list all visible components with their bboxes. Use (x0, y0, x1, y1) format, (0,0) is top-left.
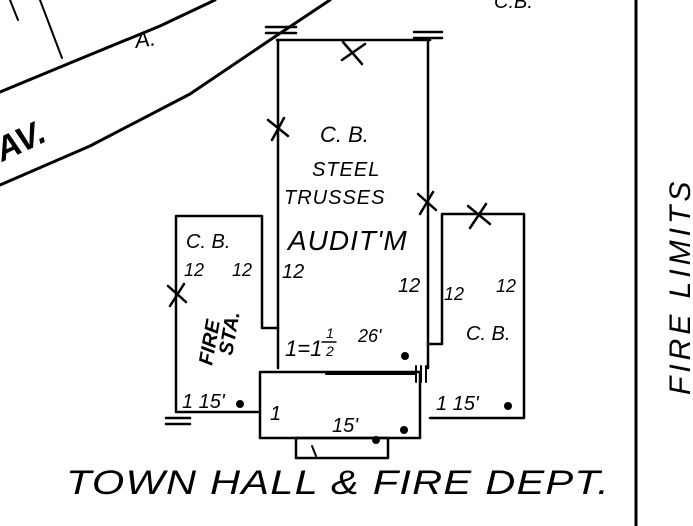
right-wing-height-b: 12 (496, 276, 516, 296)
map-title: TOWN HALL & FIRE DEPT. (66, 464, 610, 502)
auditorium-dot (401, 352, 409, 360)
auditorium-height-right: 12 (398, 275, 420, 297)
right-wing-height-a: 12 (444, 284, 464, 304)
auditorium-stories: 1=1 (285, 336, 322, 361)
front-block-height: 15' (332, 415, 359, 437)
right-wing-stories-height: 1 15' (436, 393, 480, 415)
auditorium-roof-line1: STEEL (312, 159, 380, 181)
auditorium-use: AUDIT'M (286, 225, 408, 256)
fire-station-height-b: 12 (232, 260, 252, 280)
fire-station-construction: C. B. (186, 231, 230, 253)
front-block-stories: 1 (270, 403, 281, 425)
fire-station-stories-height: 1 15' (182, 391, 226, 413)
fire-limits-label: FIRE LIMITS (664, 178, 693, 395)
right-wing-construction: C. B. (466, 323, 510, 345)
window-marks (166, 40, 492, 308)
front-block-building (258, 365, 427, 460)
street-name-label: AV. (0, 113, 52, 169)
top-construction-label: C.B. (494, 0, 533, 13)
entrance-dot (372, 436, 380, 444)
auditorium-roof-line2: TRUSSES (284, 187, 385, 209)
right-wing-building (426, 212, 526, 420)
fire-station-height-a: 12 (184, 260, 204, 280)
block-letter-label: A. (131, 25, 157, 53)
auditorium-height-main: 26' (357, 326, 382, 346)
auditorium-stories-fraction-num: 1 (326, 325, 334, 341)
auditorium-stories-fraction-den: 2 (325, 343, 334, 359)
auditorium-building (264, 25, 444, 370)
auditorium-height-left: 12 (282, 261, 304, 283)
fire-station-dot (236, 400, 244, 408)
fire-station-building (164, 214, 280, 426)
right-wing-dot (504, 402, 512, 410)
fire-station-use-line2: STA. (215, 310, 244, 357)
front-block-dot (400, 426, 408, 434)
auditorium-construction: C. B. (320, 122, 369, 147)
